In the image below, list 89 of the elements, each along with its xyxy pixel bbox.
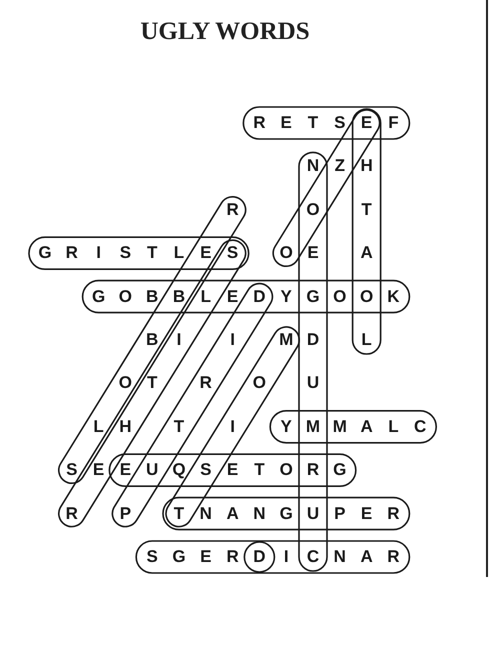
grid-letter: E: [199, 242, 212, 264]
grid-letter: L: [92, 416, 105, 438]
grid-letter: O: [118, 372, 133, 394]
grid-letter: M: [332, 416, 348, 438]
grid-letter: P: [333, 502, 346, 525]
grid-letter: C: [413, 416, 428, 438]
grid-letter: R: [386, 502, 401, 525]
grid-letter: G: [37, 242, 53, 264]
grid-letter: H: [359, 155, 374, 178]
grid-letter: R: [64, 502, 79, 525]
grid-letter: G: [171, 546, 187, 568]
grid-letter: M: [304, 416, 322, 438]
grid-letter: E: [226, 459, 240, 482]
grid-letter: G: [278, 502, 294, 525]
grid-letter: O: [305, 198, 321, 221]
grid-letter: U: [306, 502, 320, 525]
grid-letter: N: [198, 502, 213, 525]
grid-letter: H: [118, 416, 133, 438]
grid-letter: B: [145, 329, 160, 351]
grid-letter: L: [360, 329, 373, 351]
grid-letter: R: [386, 546, 401, 568]
grid-letter: S: [65, 459, 78, 482]
grid-letter: E: [226, 286, 240, 308]
grid-letter: I: [229, 416, 236, 438]
grid-letter: E: [280, 112, 293, 134]
grid-letter: S: [333, 112, 346, 134]
grid-letter: E: [360, 112, 374, 134]
grid-letter: D: [252, 546, 267, 568]
grid-letter: S: [226, 242, 240, 264]
grid-letter: O: [252, 372, 267, 394]
grid-letter: S: [118, 242, 132, 264]
grid-letter: R: [198, 372, 213, 394]
grid-letter: D: [252, 286, 267, 308]
grid-letter: I: [95, 242, 102, 264]
grid-letter: R: [225, 546, 240, 568]
grid-letter: E: [92, 459, 106, 482]
grid-letter: E: [306, 242, 320, 264]
grid-letter: Z: [334, 155, 346, 178]
grid-letter: M: [278, 329, 294, 351]
grid-letter: U: [145, 459, 160, 482]
grid-letter: R: [306, 459, 320, 482]
grid-letter: Y: [280, 416, 293, 438]
grid-letter: A: [225, 502, 240, 525]
grid-letter: T: [146, 242, 158, 264]
grid-letter: E: [199, 546, 212, 568]
grid-letter: D: [306, 329, 320, 351]
grid-letter: T: [306, 112, 320, 134]
grid-letter: K: [386, 286, 401, 308]
grid-letter: L: [200, 286, 212, 308]
grid-letter: N: [332, 546, 347, 568]
grid-letter: O: [278, 242, 294, 264]
grid-letter: T: [172, 502, 186, 525]
grid-letter: B: [145, 286, 160, 308]
grid-letter: G: [305, 286, 321, 308]
grid-letter: T: [360, 198, 373, 221]
grid-letter: I: [229, 329, 236, 351]
title: UGLY WORDS: [139, 18, 311, 46]
grid-letter: T: [146, 372, 158, 394]
grid-letter: B: [172, 286, 186, 308]
grid-letter: Y: [280, 286, 293, 308]
grid-letter: T: [253, 459, 266, 482]
grid-letter: A: [359, 546, 374, 568]
grid-letter: S: [146, 546, 159, 568]
grid-letter: R: [252, 112, 267, 134]
grid-letter: O: [278, 459, 294, 482]
grid-letter: E: [118, 459, 132, 482]
grid-letter: O: [332, 286, 348, 308]
grid-letter: A: [359, 242, 374, 264]
grid-letter: C: [306, 546, 320, 568]
grid-letter: O: [118, 286, 133, 308]
grid-letter: N: [306, 155, 320, 178]
grid-letter: N: [252, 502, 267, 525]
grid-letter: R: [64, 242, 79, 264]
grid-letter: R: [225, 198, 240, 221]
grid-letter: U: [306, 372, 320, 394]
grid-letter: T: [172, 416, 186, 438]
grid-letter: S: [199, 459, 212, 482]
grid-letter: O: [358, 286, 374, 308]
grid-letter: E: [360, 502, 374, 525]
grid-letter: Q: [171, 459, 187, 482]
grid-letter: I: [282, 546, 290, 568]
grid-letter: F: [387, 112, 400, 134]
grid-letter: G: [332, 459, 348, 482]
grid-letter: A: [359, 416, 374, 438]
grid-letter: G: [90, 286, 106, 308]
grid-letter: P: [118, 502, 132, 525]
grid-letter: I: [176, 329, 182, 351]
grid-letter: L: [172, 242, 186, 264]
grid-letter: L: [387, 416, 400, 438]
